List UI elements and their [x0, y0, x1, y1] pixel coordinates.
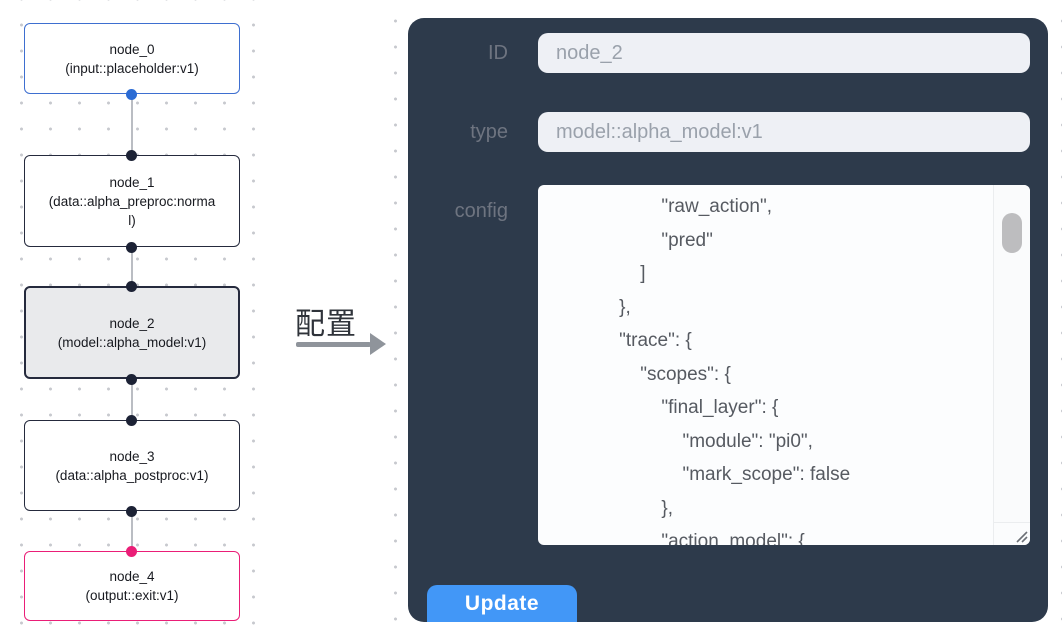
port-node3-out — [126, 506, 137, 517]
config-scrollbar-thumb[interactable] — [1002, 213, 1022, 253]
port-node4-in — [126, 546, 137, 557]
node-type: (data::alpha_postproc:v1) — [55, 467, 209, 483]
flow-node-node0[interactable]: node_0 (input::placeholder:v1) — [24, 23, 240, 94]
node-type: (input::placeholder:v1) — [65, 60, 199, 76]
config-json-text: "raw_action", "pred" ] }, "trace": { "sc… — [619, 196, 851, 545]
node-type: (model::alpha_model:v1) — [57, 334, 207, 350]
node-title: node_2 — [109, 315, 155, 331]
arrow-icon — [296, 342, 371, 347]
node-title: node_1 — [109, 174, 155, 190]
port-node0-out — [126, 89, 137, 100]
edge-node2-node3 — [131, 379, 133, 420]
node-title: node_4 — [109, 569, 155, 584]
flow-node-node1[interactable]: node_1 (data::alpha_preproc:normal) — [24, 155, 240, 247]
config-field-label: config — [454, 200, 508, 222]
type-input[interactable] — [538, 112, 1030, 152]
config-json-editor[interactable]: "raw_action", "pred" ] }, "trace": { "sc… — [538, 185, 1030, 545]
flow-node-node4[interactable]: node_4 (output::exit:v1) — [24, 551, 240, 621]
config-scrollbar-corner — [993, 522, 1030, 545]
port-node1-in — [126, 150, 137, 161]
flow-node-node3[interactable]: node_3 (data::alpha_postproc:v1) — [24, 420, 240, 511]
config-scrollbar-track[interactable] — [993, 185, 1030, 522]
id-input[interactable] — [538, 33, 1030, 73]
edge-node1-node2 — [131, 247, 133, 286]
port-node2-in — [126, 281, 137, 292]
arrow-head-icon — [370, 333, 386, 355]
node-type: (output::exit:v1) — [85, 588, 179, 603]
node-title: node_0 — [109, 41, 155, 57]
config-annotation-label: 配置 — [295, 308, 357, 341]
update-button[interactable]: Update — [427, 585, 577, 622]
flow-node-node2-selected[interactable]: node_2 (model::alpha_model:v1) — [24, 286, 240, 379]
port-node1-out — [126, 242, 137, 253]
port-node2-out — [126, 374, 137, 385]
node-config-panel: ID type config "raw_action", "pred" ] },… — [408, 18, 1048, 622]
port-node3-in — [126, 415, 137, 426]
node-type: (data::alpha_preproc:normal) — [48, 193, 216, 228]
edge-node0-node1 — [131, 94, 133, 155]
edge-node3-node4 — [131, 511, 133, 551]
resize-handle-icon[interactable] — [1013, 528, 1028, 543]
type-field-label: type — [470, 121, 508, 143]
id-field-label: ID — [488, 42, 508, 64]
node-title: node_3 — [109, 448, 155, 464]
